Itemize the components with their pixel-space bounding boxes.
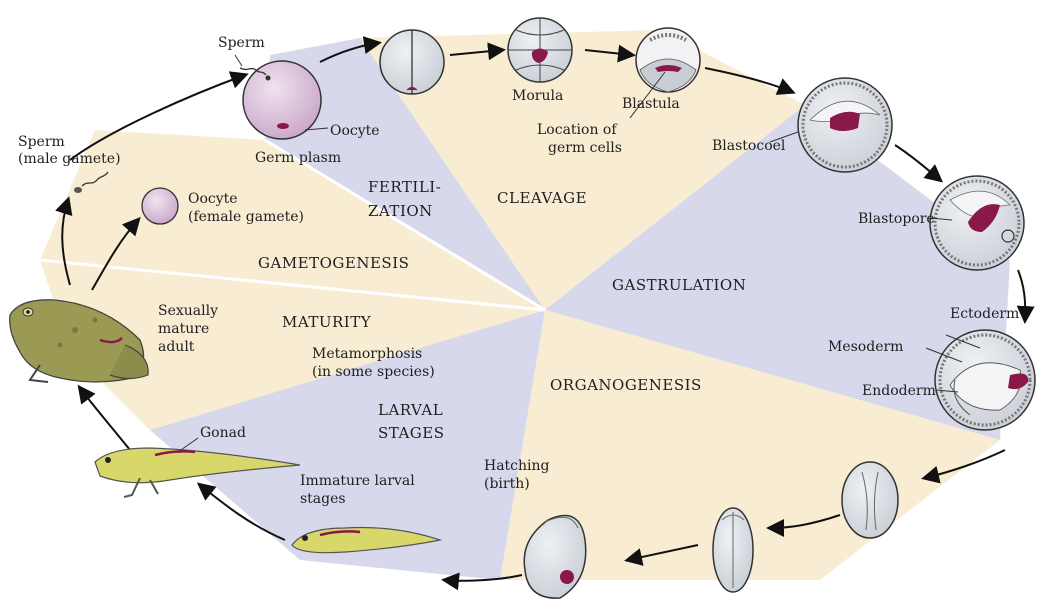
label-metamorphosis-2: (in some species) [312,364,435,380]
label-oocyte-female-2: (female gamete) [188,209,304,225]
stage-label-gametogenesis: GAMETOGENESIS [258,254,409,272]
stage-label-fertilization-2: ZATION [368,202,433,220]
two-cell-embryo [380,30,444,94]
stage-label-larval-1: LARVAL [378,401,443,419]
label-ectoderm: Ectoderm [950,306,1019,322]
label-sexually-mature-1: Sexually [158,303,218,319]
label-sperm-top: Sperm [218,35,265,51]
tailbud-embryo [842,462,898,538]
label-blastocoel: Blastocoel [712,138,786,154]
label-blastopore: Blastopore [858,211,935,227]
label-germ-plasm: Germ plasm [255,150,341,166]
female-oocyte [142,188,178,224]
label-mesoderm: Mesoderm [828,339,903,355]
elongated-embryo [713,508,753,592]
label-immature-larval-2: stages [300,491,346,507]
label-endoderm: Endoderm [862,383,936,399]
label-location-germ-1: Location of [537,122,618,138]
label-sperm-male-2: (male gamete) [18,151,121,167]
label-location-germ-2: germ cells [548,140,622,156]
gastrula-blastopore [930,176,1024,270]
stage-label-organogenesis: ORGANOGENESIS [550,376,702,394]
label-oocyte-female-1: Oocyte [188,191,238,207]
label-immature-larval-1: Immature larval [300,473,415,489]
label-oocyte: Oocyte [330,123,380,139]
label-metamorphosis-1: Metamorphosis [312,346,422,362]
morula-embryo [508,18,572,82]
arrow-blastocoel-to-blastopore [895,145,940,180]
label-gonad: Gonad [200,425,246,441]
label-sexually-mature-2: mature [158,321,209,337]
label-sexually-mature-3: adult [158,339,195,355]
stage-label-maturity: MATURITY [282,313,372,331]
stage-label-cleavage: CLEAVAGE [497,189,587,207]
label-blastula: Blastula [622,96,680,112]
label-sperm-male-1: Sperm [18,134,65,150]
stage-label-larval-2: STAGES [378,424,445,442]
label-hatching-2: (birth) [484,476,530,492]
stage-label-gastrulation: GASTRULATION [612,276,746,294]
label-morula: Morula [512,88,563,104]
label-hatching-1: Hatching [484,458,550,474]
stage-label-fertilization-1: FERTILI- [368,178,441,196]
